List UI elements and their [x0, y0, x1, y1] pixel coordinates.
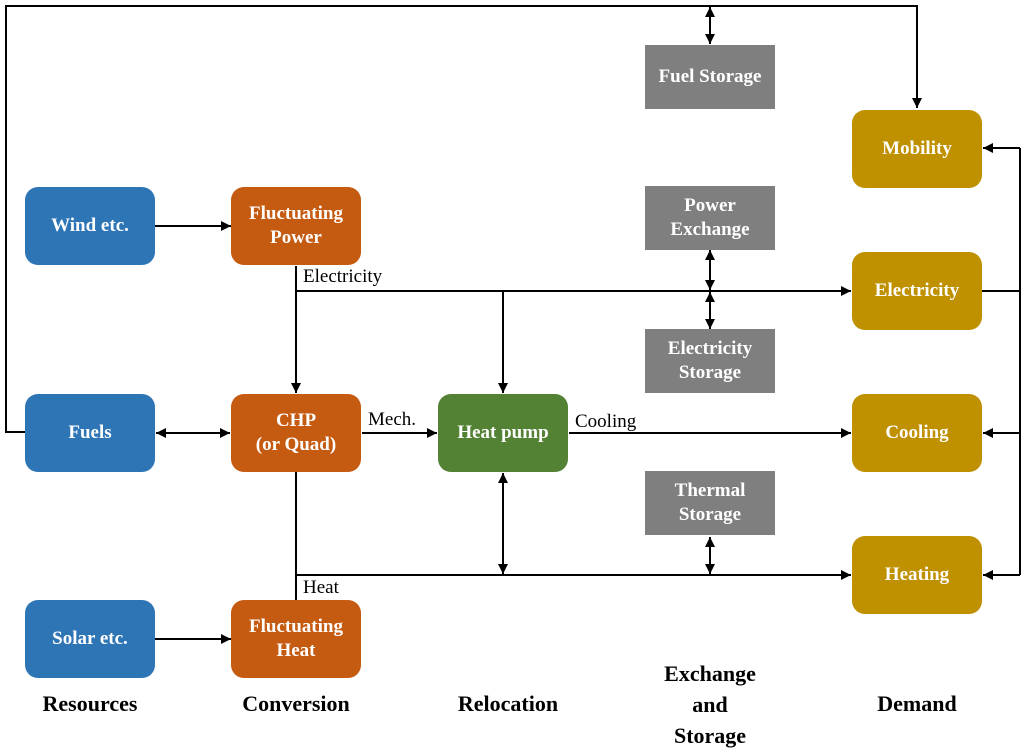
- electricity-demand-label: Electricity: [874, 280, 960, 301]
- fluctuating-heat-label-1: Fluctuating: [249, 616, 343, 637]
- heat-pump-node: Heat pump: [438, 394, 568, 472]
- mobility-label: Mobility: [882, 138, 952, 159]
- heating-node: Heating: [852, 536, 982, 614]
- chp-label-2: (or Quad): [255, 434, 337, 455]
- chp-label-1: CHP: [275, 410, 317, 431]
- thermal-storage-node: Thermal Storage: [645, 471, 775, 535]
- cooling-node: Cooling: [852, 394, 982, 472]
- heat-pump-label: Heat pump: [457, 422, 549, 443]
- heat-flow-label: Heat: [303, 577, 339, 598]
- chp-node: CHP (or Quad): [231, 394, 361, 472]
- electricity-storage-label-2: Storage: [678, 362, 742, 383]
- fuel-storage-node: Fuel Storage: [645, 45, 775, 109]
- fluctuating-heat-node: Fluctuating Heat: [231, 600, 361, 678]
- exchange-title-line-2: and: [692, 692, 728, 717]
- conversion-column-title: Conversion: [242, 691, 350, 716]
- power-exchange-node: Power Exchange: [645, 186, 775, 250]
- exchange-storage-column-title: Exchange and Storage: [620, 658, 800, 751]
- fuels-label: Fuels: [68, 422, 112, 443]
- fluctuating-power-node: Fluctuating Power: [231, 187, 361, 265]
- electricity-storage-label-1: Electricity: [667, 338, 753, 359]
- mech-flow-label: Mech.: [368, 409, 417, 430]
- relocation-column-title: Relocation: [457, 691, 559, 716]
- electricity-demand-node: Electricity: [852, 252, 982, 330]
- wind-label: Wind etc.: [51, 215, 129, 236]
- solar-label: Solar etc.: [52, 628, 128, 649]
- electricity-flow-label: Electricity: [303, 266, 383, 287]
- mobility-node: Mobility: [852, 110, 982, 188]
- demand-column-title: Demand: [877, 691, 957, 716]
- thermal-storage-label-1: Thermal: [674, 480, 746, 501]
- exchange-title-line-1: Exchange: [664, 661, 756, 686]
- fluctuating-heat-label-2: Heat: [276, 640, 316, 661]
- heating-label: Heating: [884, 564, 950, 585]
- fluctuating-power-label-1: Fluctuating: [249, 203, 343, 224]
- cooling-label: Cooling: [885, 422, 949, 443]
- fuels-to-mobility-line: [5, 5, 922, 433]
- cooling-flow-label: Cooling: [575, 411, 637, 432]
- fuels-node: Fuels: [25, 394, 155, 472]
- solar-node: Solar etc.: [25, 600, 155, 678]
- fluctuating-power-label-2: Power: [270, 227, 322, 248]
- fuel-storage-label: Fuel Storage: [658, 66, 762, 87]
- electricity-storage-node: Electricity Storage: [645, 329, 775, 393]
- power-exchange-label-2: Exchange: [670, 219, 750, 240]
- exchange-title-line-3: Storage: [673, 723, 747, 748]
- thermal-storage-label-2: Storage: [678, 504, 742, 525]
- resources-column-title: Resources: [42, 691, 138, 716]
- wind-node: Wind etc.: [25, 187, 155, 265]
- power-exchange-label-1: Power: [684, 195, 736, 216]
